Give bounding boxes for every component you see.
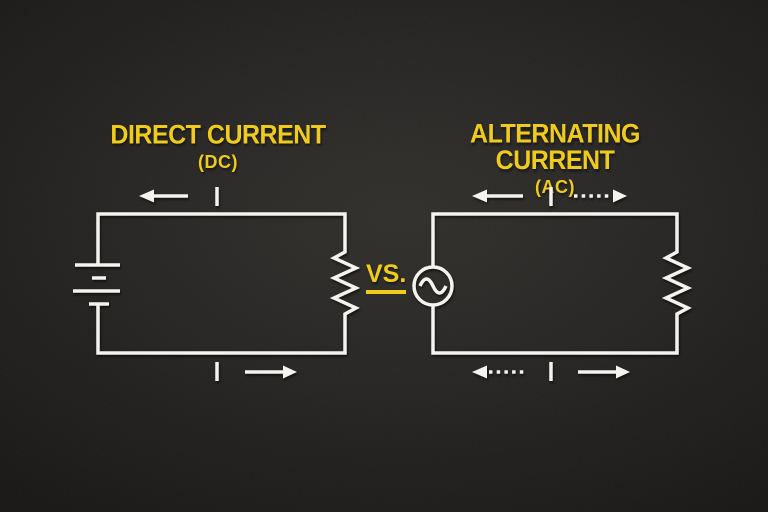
ac-circuit-loop — [431, 212, 693, 355]
ac-current-arrow-bottom-right — [578, 365, 630, 379]
ac-current-arrow-top-left — [472, 189, 523, 203]
dc-current-arrow-bottom-right — [245, 365, 297, 379]
ac-source-icon — [412, 265, 454, 307]
battery-icon — [73, 263, 120, 306]
ac-current-arrow-bottom-left-dotted — [472, 365, 524, 379]
dc-circuit-loop — [96, 212, 361, 355]
dc-circuit-diagram — [73, 187, 361, 381]
dc-current-arrow-top-left — [139, 189, 188, 203]
ac-current-arrow-top-right-dotted — [574, 189, 627, 203]
ac-circuit-diagram — [412, 187, 693, 381]
